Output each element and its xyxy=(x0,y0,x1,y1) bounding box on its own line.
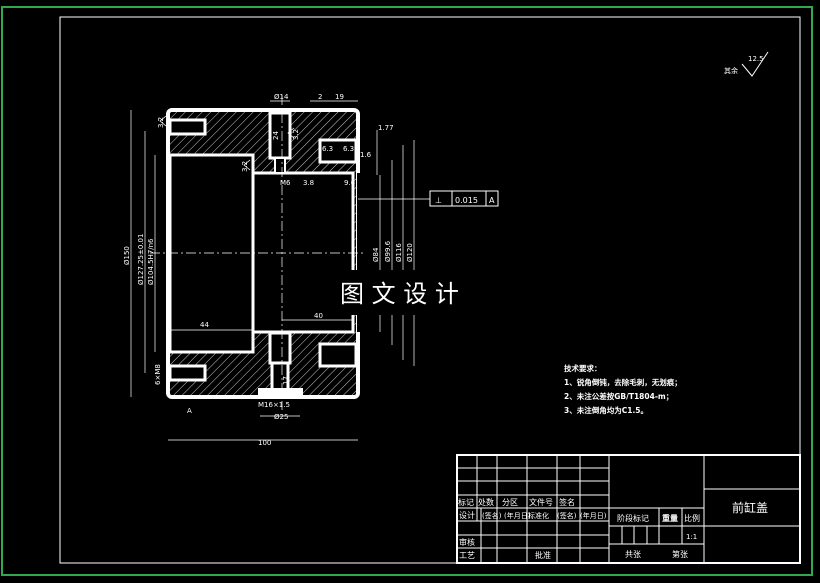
title-block-text: 标记 处数 分区 文件号 签名 设计 (签名) (年月日) 标准化 (签名) (… xyxy=(458,497,768,560)
svg-text:⊥: ⊥ xyxy=(435,196,442,205)
svg-text:Ø84: Ø84 xyxy=(372,247,380,262)
svg-text:17: 17 xyxy=(282,376,290,385)
svg-text:Ø150: Ø150 xyxy=(123,246,131,265)
svg-text:6.3: 6.3 xyxy=(322,145,333,153)
svg-text:(签名): (签名) xyxy=(557,511,577,520)
svg-text:2、未注公差按GB/T1804-m；: 2、未注公差按GB/T1804-m； xyxy=(564,391,673,402)
svg-text:文件号: 文件号 xyxy=(529,497,553,507)
svg-text:1、锐角倒钝，去除毛刺，无划痕；: 1、锐角倒钝，去除毛刺，无划痕； xyxy=(564,377,682,388)
svg-text:重量: 重量 xyxy=(662,513,678,523)
svg-text:图 文 设 计: 图 文 设 计 xyxy=(340,280,459,308)
svg-text:共张: 共张 xyxy=(625,550,641,559)
svg-text:设计: 设计 xyxy=(459,510,475,520)
svg-text:Ø127.25±0.01: Ø127.25±0.01 xyxy=(137,234,145,285)
watermark: 图 文 设 计 xyxy=(330,270,500,315)
svg-text:Ø116: Ø116 xyxy=(395,243,403,262)
svg-text:6×M8: 6×M8 xyxy=(154,364,162,385)
svg-text:0.015: 0.015 xyxy=(455,196,478,205)
svg-text:技术要求：: 技术要求： xyxy=(564,363,602,373)
svg-text:2: 2 xyxy=(318,93,322,101)
svg-text:Ø120: Ø120 xyxy=(406,243,414,262)
svg-text:批准: 批准 xyxy=(535,550,551,560)
svg-text:1.6: 1.6 xyxy=(360,151,372,159)
svg-text:9.6: 9.6 xyxy=(344,179,356,187)
title-block xyxy=(456,454,801,564)
svg-text:A: A xyxy=(187,407,192,415)
svg-text:1.77: 1.77 xyxy=(378,124,394,132)
svg-text:44: 44 xyxy=(200,321,209,329)
svg-text:Ø104.5H7/n6: Ø104.5H7/n6 xyxy=(147,238,155,285)
svg-text:(年月日): (年月日) xyxy=(504,511,531,520)
svg-text:Ø99.6: Ø99.6 xyxy=(384,240,392,262)
roughness-3.2-cavity: 3.2 xyxy=(241,161,249,172)
svg-text:阶段标记: 阶段标记 xyxy=(617,513,649,523)
roughness-marks xyxy=(159,115,295,171)
svg-text:40: 40 xyxy=(314,312,323,320)
part-section xyxy=(150,95,365,410)
svg-text:审核: 审核 xyxy=(459,537,475,547)
svg-text:Ø25: Ø25 xyxy=(274,413,288,421)
svg-text:(签名): (签名) xyxy=(482,511,502,520)
svg-text:(年月日): (年月日) xyxy=(580,511,607,520)
svg-text:1:1: 1:1 xyxy=(686,533,697,541)
svg-text:其余: 其余 xyxy=(724,66,738,75)
svg-text:12.5: 12.5 xyxy=(748,55,764,63)
svg-text:3、未注倒角均为C1.5。: 3、未注倒角均为C1.5。 xyxy=(564,405,648,415)
svg-text:3.8: 3.8 xyxy=(303,179,314,187)
svg-text:分区: 分区 xyxy=(502,498,518,507)
tolerance-frame: ⊥ 0.015 A xyxy=(429,190,499,207)
svg-text:标记: 标记 xyxy=(458,497,474,507)
svg-text:比例: 比例 xyxy=(684,513,700,523)
tech-requirements: 技术要求： 1、锐角倒钝，去除毛刺，无划痕； 2、未注公差按GB/T1804-m… xyxy=(564,363,682,415)
svg-text:A: A xyxy=(489,196,495,205)
svg-text:M16×1.5: M16×1.5 xyxy=(258,401,290,409)
drawing-frame xyxy=(59,16,801,564)
svg-text:6.3: 6.3 xyxy=(343,145,354,153)
svg-text:24: 24 xyxy=(272,131,280,140)
dimension-lines xyxy=(130,100,430,441)
svg-text:签名: 签名 xyxy=(559,497,575,507)
svg-text:工艺: 工艺 xyxy=(459,551,475,560)
svg-text:第张: 第张 xyxy=(672,549,688,559)
outer-border xyxy=(1,6,813,576)
svg-text:19: 19 xyxy=(335,93,344,101)
dimension-labels: Ø14 2 19 1.77 6.3 6.3 1.6 3.2 3.2 3.2 M6… xyxy=(123,93,414,447)
roughness-3.2-hole: 3.2 xyxy=(292,129,300,140)
svg-text:前缸盖: 前缸盖 xyxy=(732,500,768,515)
svg-text:100: 100 xyxy=(258,439,271,447)
svg-text:处数: 处数 xyxy=(478,497,494,507)
roughness-3.2-top-left: 3.2 xyxy=(157,117,165,128)
svg-text:标准化: 标准化 xyxy=(528,511,549,520)
svg-text:Ø14: Ø14 xyxy=(274,93,289,101)
svg-text:M6: M6 xyxy=(280,179,291,187)
roughness-note: 12.5 其余 xyxy=(724,51,769,77)
